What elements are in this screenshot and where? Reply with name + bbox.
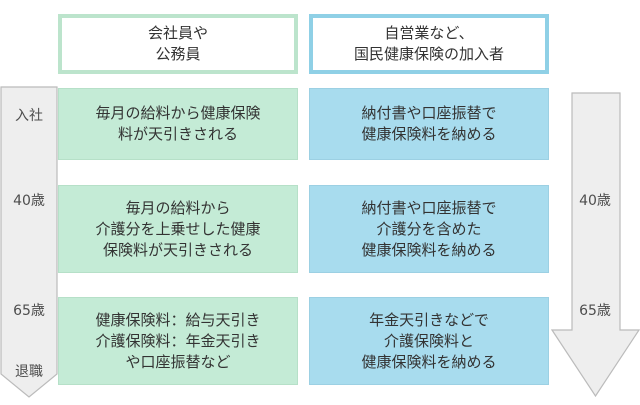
employee-cell-after-65: 健康保険料：給与天引き 介護保険料：年金天引き や口座振替など <box>58 297 298 385</box>
employee-cell-40-to-65: 毎月の給料から 介護分を上乗せした健康 保険料が天引きされる <box>58 185 298 273</box>
self-employed-cell-40-to-65: 納付書や口座振替で 介護分を含めた 健康保険料を納める <box>309 185 549 273</box>
stage-label-retire: 退職 <box>15 364 43 380</box>
header-self-employed: 自営業など、 国民健康保険の加入者 <box>309 14 549 74</box>
employee-cell-until-40: 毎月の給料から健康保険 料が天引きされる <box>58 88 298 160</box>
left-timeline-arrow <box>0 86 58 398</box>
right-timeline-arrow <box>551 92 640 398</box>
header-employee: 会社員や 公務員 <box>58 14 298 74</box>
stage-label-join: 入社 <box>15 108 43 124</box>
right-stage-label-age-40: 40歳 <box>579 193 611 209</box>
self-employed-cell-after-65: 年金天引きなどで 介護保険料と 健康保険料を納める <box>309 297 549 385</box>
stage-label-age-40: 40歳 <box>13 193 45 209</box>
stage-label-age-65: 65歳 <box>13 303 45 319</box>
right-stage-label-age-65: 65歳 <box>579 303 611 319</box>
self-employed-cell-until-40: 納付書や口座振替で 健康保険料を納める <box>309 88 549 160</box>
